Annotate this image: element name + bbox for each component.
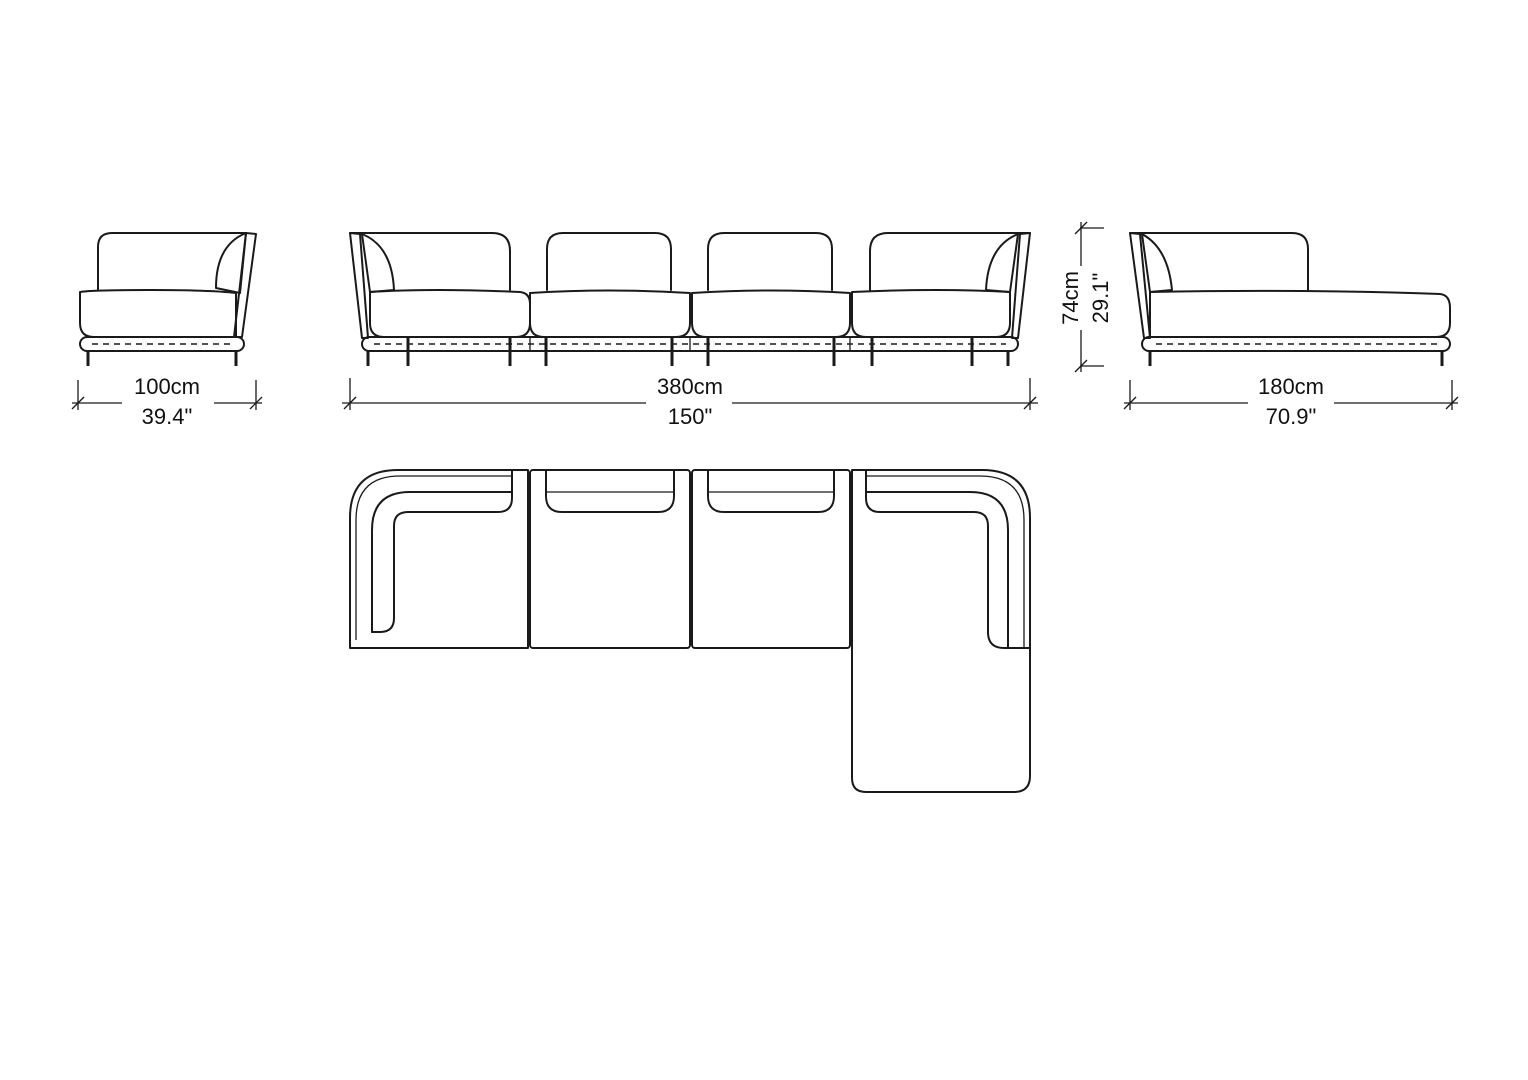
height-metric: 74cm xyxy=(1058,271,1083,325)
dimension-chaise-depth: 180cm 70.9" xyxy=(1123,374,1459,429)
sofa-width-metric: 380cm xyxy=(657,374,723,399)
chaise-side-view xyxy=(1129,232,1451,366)
chaise-depth-imperial: 70.9" xyxy=(1266,404,1317,429)
armchair-width-metric: 100cm xyxy=(134,374,200,399)
dimension-sofa-width: 380cm 150" xyxy=(342,374,1038,429)
sofa-plan-view xyxy=(349,469,1031,793)
armchair-width-imperial: 39.4" xyxy=(142,404,193,429)
sofa-front-view xyxy=(349,232,1031,366)
chaise-depth-metric: 180cm xyxy=(1258,374,1324,399)
dimension-height: 74cm 29.1" xyxy=(1058,221,1113,373)
dimension-armchair-width: 100cm 39.4" xyxy=(71,374,263,429)
armchair-front-view xyxy=(79,232,257,366)
sofa-width-imperial: 150" xyxy=(668,404,713,429)
height-imperial: 29.1" xyxy=(1088,273,1113,324)
